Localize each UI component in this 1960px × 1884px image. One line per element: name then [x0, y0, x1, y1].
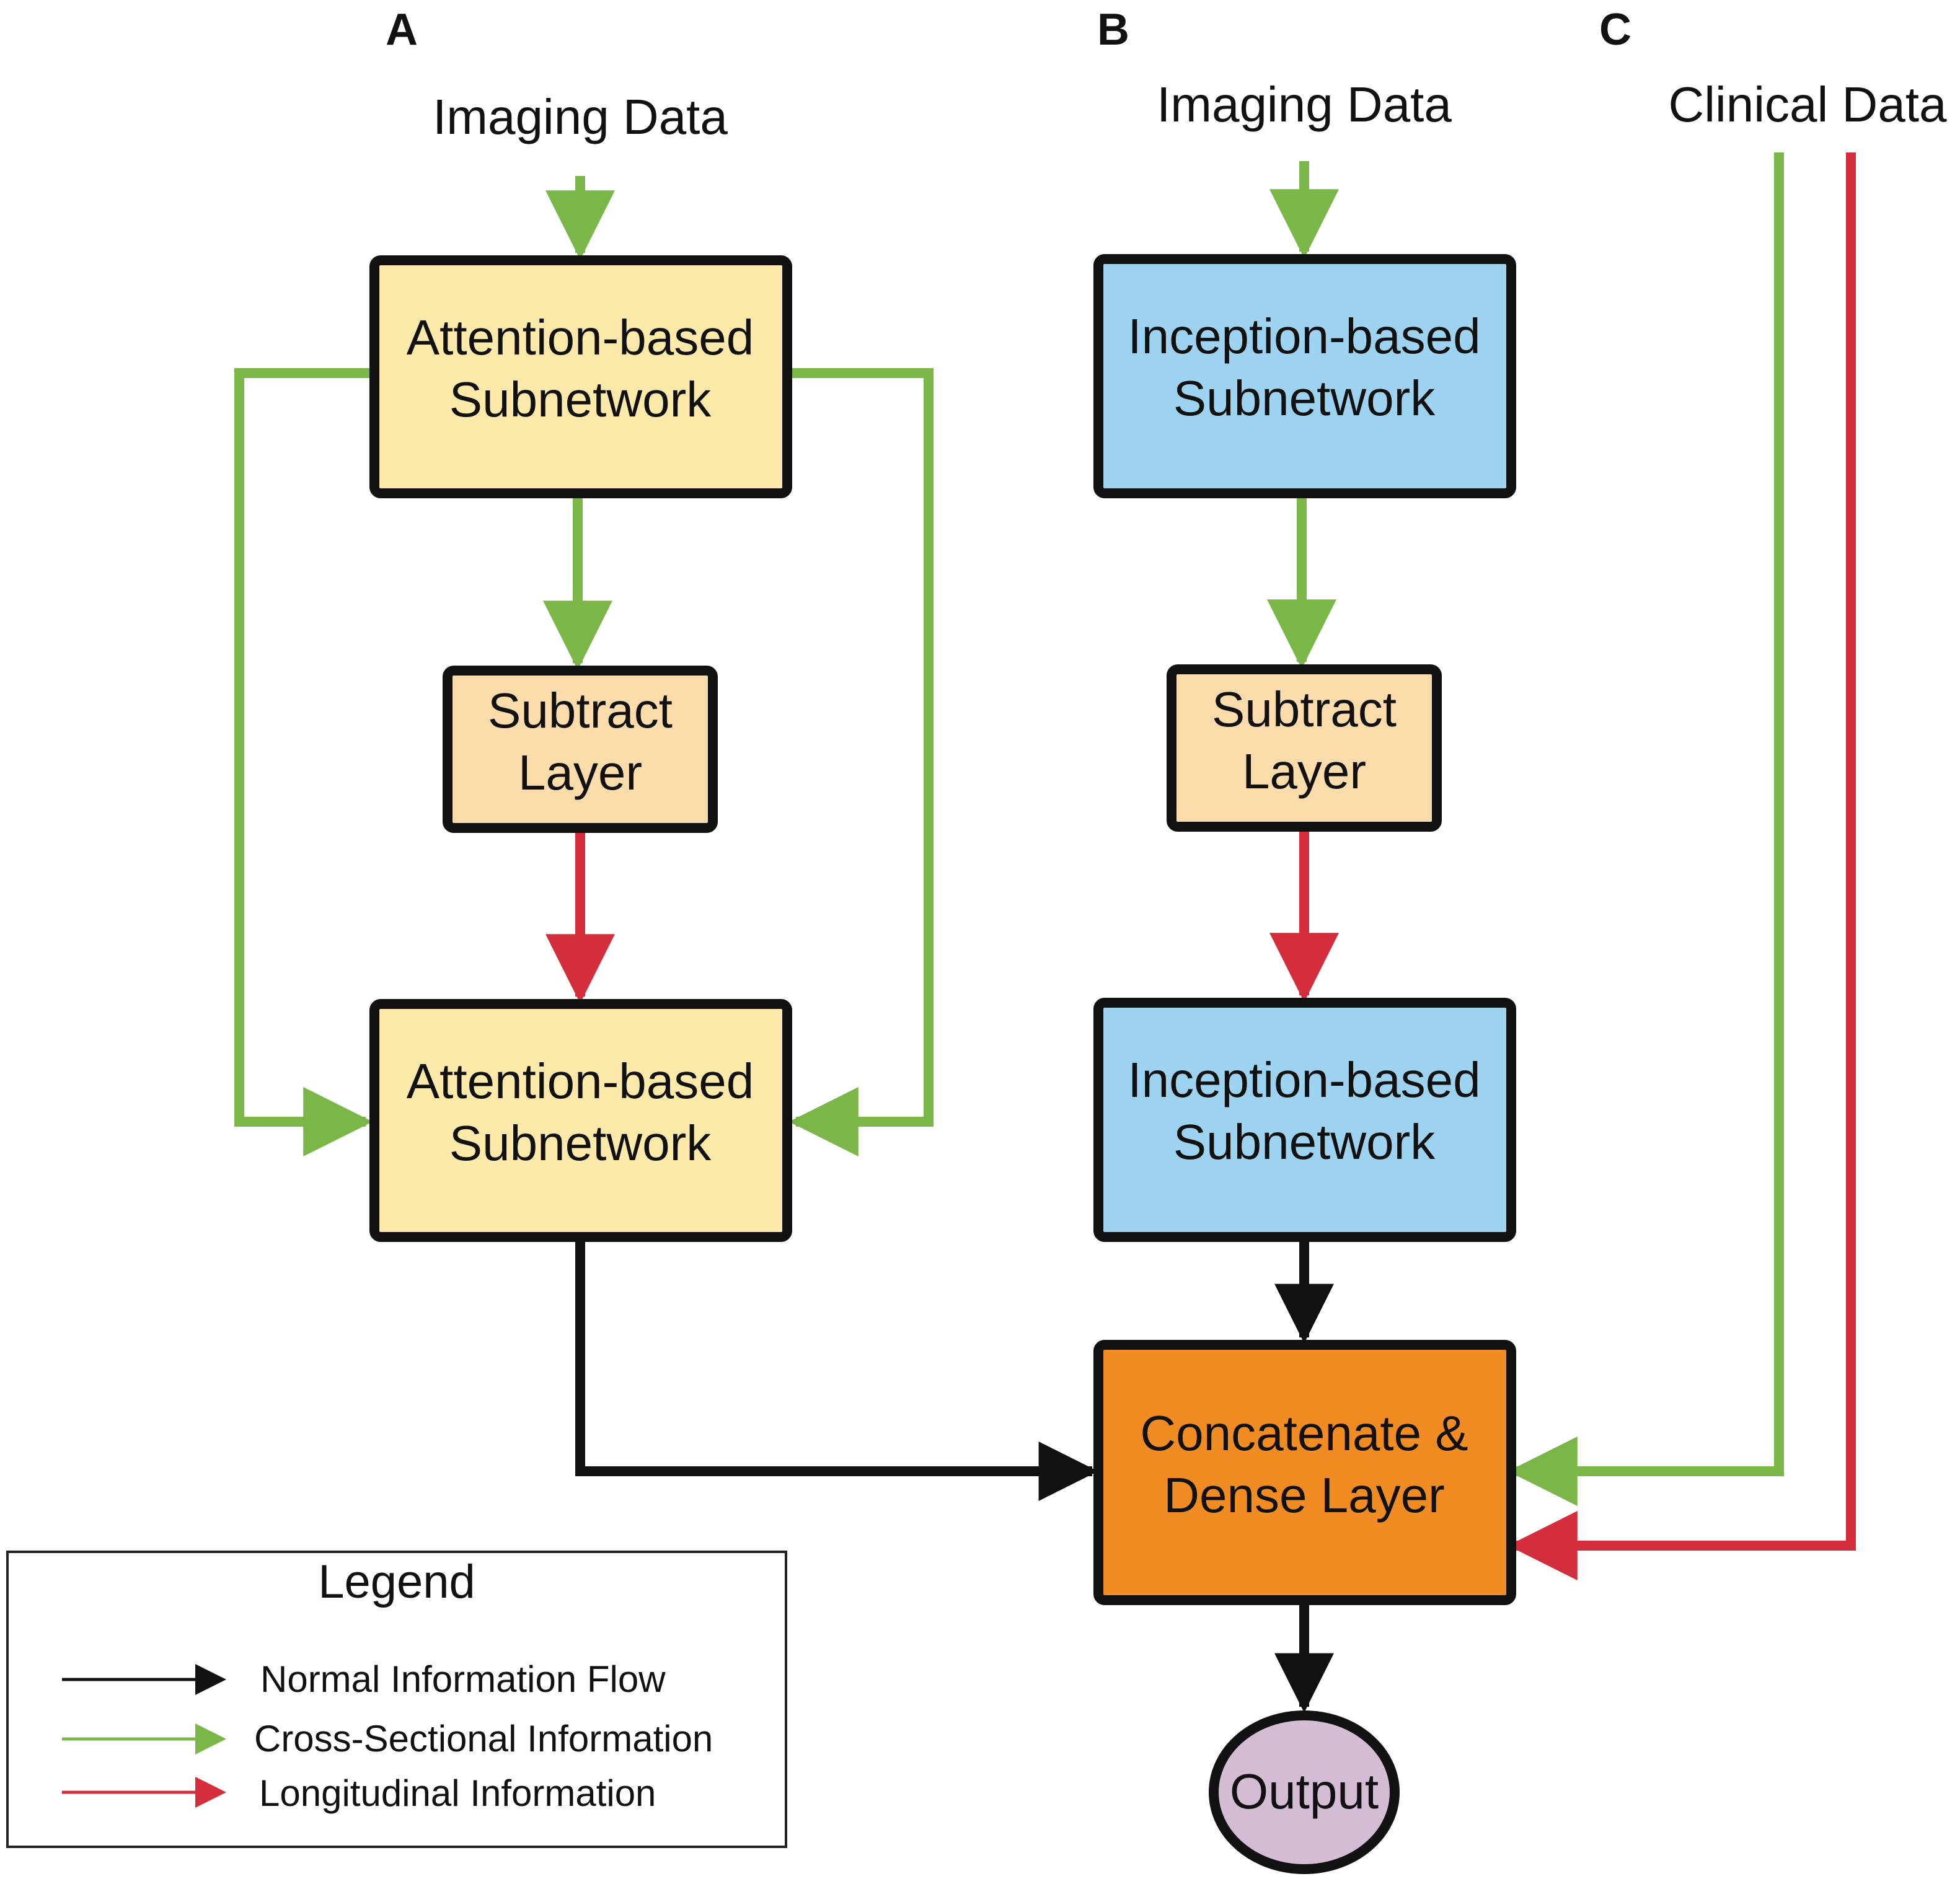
output-node: Output — [1209, 1710, 1400, 1874]
legend-longitudinal-label: Longitudinal Information — [259, 1772, 656, 1814]
inception-subnetwork-bottom: Inception-based Subnetwork — [1093, 998, 1516, 1242]
concatenate-dense-layer: Concatenate & Dense Layer — [1093, 1340, 1516, 1605]
inception-top-line1: Inception-based — [1128, 309, 1480, 364]
attention-bottom-line1: Attention-based — [407, 1054, 754, 1109]
output-label: Output — [1230, 1764, 1379, 1819]
legend-title: Legend — [318, 1556, 475, 1608]
inception-subnetwork-top: Inception-based Subnetwork — [1093, 254, 1516, 498]
imaging-data-label-a: Imaging Data — [433, 89, 728, 144]
legend-normal-label: Normal Information Flow — [260, 1658, 666, 1700]
subtract-layer-b: Subtract Layer — [1167, 664, 1442, 832]
imaging-data-label-b: Imaging Data — [1157, 77, 1452, 132]
concat-line1: Concatenate & — [1140, 1406, 1468, 1461]
subtract-layer-a: Subtract Layer — [443, 666, 718, 833]
subtract-a-line2: Layer — [518, 745, 642, 800]
attention-bottom-line2: Subnetwork — [449, 1116, 712, 1171]
clinical-data-label: Clinical Data — [1668, 77, 1947, 132]
arrow-clinical-cross-sectional — [1508, 152, 1784, 1506]
concat-line2: Dense Layer — [1163, 1468, 1445, 1523]
inception-top-line2: Subnetwork — [1173, 371, 1436, 426]
subtract-a-line1: Subtract — [488, 683, 673, 738]
panel-label-a: A — [386, 5, 418, 55]
inception-bottom-line1: Inception-based — [1128, 1052, 1480, 1107]
attention-top-line2: Subnetwork — [449, 372, 712, 427]
legend: Legend Normal Information Flow Cross-Sec… — [6, 1551, 787, 1848]
inception-bottom-line2: Subnetwork — [1173, 1114, 1436, 1169]
panel-label-c: C — [1599, 5, 1631, 55]
attention-subnetwork-top: Attention-based Subnetwork — [369, 255, 792, 498]
subtract-b-line1: Subtract — [1212, 682, 1397, 737]
legend-cross-sectional-label: Cross-Sectional Information — [254, 1718, 713, 1759]
attention-subnetwork-bottom: Attention-based Subnetwork — [369, 999, 792, 1242]
subtract-b-line2: Layer — [1242, 744, 1366, 799]
arrow-attention-left-bypass — [234, 368, 374, 1156]
connectors — [234, 152, 1856, 1713]
attention-top-line1: Attention-based — [407, 310, 754, 365]
panel-label-b: B — [1097, 5, 1129, 55]
arrow-attention-bottom-to-concat — [575, 1237, 1098, 1501]
arrow-clinical-longitudinal — [1508, 152, 1856, 1580]
arrow-attention-right-bypass — [787, 368, 934, 1156]
